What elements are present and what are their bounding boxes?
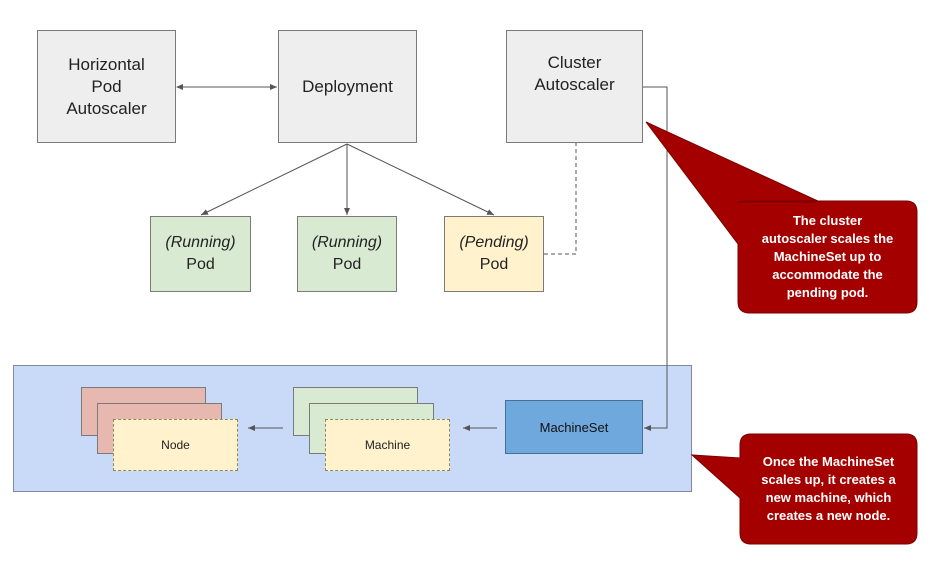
cluster-autoscaler-line1: Cluster xyxy=(547,52,602,72)
pod-label: Pod xyxy=(479,256,509,273)
running-pod-2: (Running) Pod xyxy=(297,216,397,292)
autoscaler-pending-dashed-link xyxy=(544,142,577,255)
pod-state: (Running) xyxy=(165,234,236,251)
callout-bottom-bubble xyxy=(690,433,918,545)
pod-state: (Running) xyxy=(311,234,383,251)
deployment-to-pod1-arrow xyxy=(200,143,348,216)
machine-box: Machine xyxy=(325,419,450,471)
autoscaler-to-machineset-arrow xyxy=(643,86,668,431)
cluster-autoscaler-box: Cluster Autoscaler xyxy=(506,30,643,143)
callout-top-line1: The cluster xyxy=(792,213,863,228)
callout-top-line2: autoscaler scales the xyxy=(761,231,894,246)
callout-top-bubble xyxy=(645,121,918,314)
pod-label: Pod xyxy=(186,256,215,273)
node-box: Node xyxy=(113,419,238,471)
deployment-box: Deployment xyxy=(278,30,417,143)
pod-state: (Pending) xyxy=(459,234,529,251)
cluster-autoscaler-line2: Autoscaler xyxy=(534,74,615,94)
callout-bottom-line1: Once the MachineSet xyxy=(762,454,895,469)
callout-top-line3: MachineSet up to xyxy=(773,249,882,264)
machine-label: Machine xyxy=(364,438,411,452)
hpa-label-line1: Horizontal xyxy=(68,54,145,74)
pending-pod: (Pending) Pod xyxy=(444,216,544,292)
running-pod-1: (Running) Pod xyxy=(150,216,251,292)
hpa-box: Horizontal Pod Autoscaler xyxy=(37,30,176,143)
deployment-to-pod3-arrow xyxy=(346,143,495,216)
callout-bottom-line3: new machine, which xyxy=(765,490,892,505)
pod-label: Pod xyxy=(332,256,362,273)
machineset-label: MachineSet xyxy=(539,419,609,435)
callout-bottom-line2: scales up, it creates a xyxy=(761,472,896,487)
machineset-box: MachineSet xyxy=(505,400,643,454)
callout-top-line5: pending pod. xyxy=(786,285,869,300)
callout-top-line4: accommodate the xyxy=(772,267,883,282)
deployment-label: Deployment xyxy=(302,76,393,96)
callout-bottom-line4: creates a new node. xyxy=(766,508,891,523)
node-label: Node xyxy=(161,438,190,452)
callout-bottom-text: Once the MachineSet scales up, it create… xyxy=(740,434,917,544)
hpa-label-line2: Pod xyxy=(91,76,122,96)
hpa-label-line3: Autoscaler xyxy=(66,98,147,118)
callout-top-text: The cluster autoscaler scales the Machin… xyxy=(738,201,917,313)
